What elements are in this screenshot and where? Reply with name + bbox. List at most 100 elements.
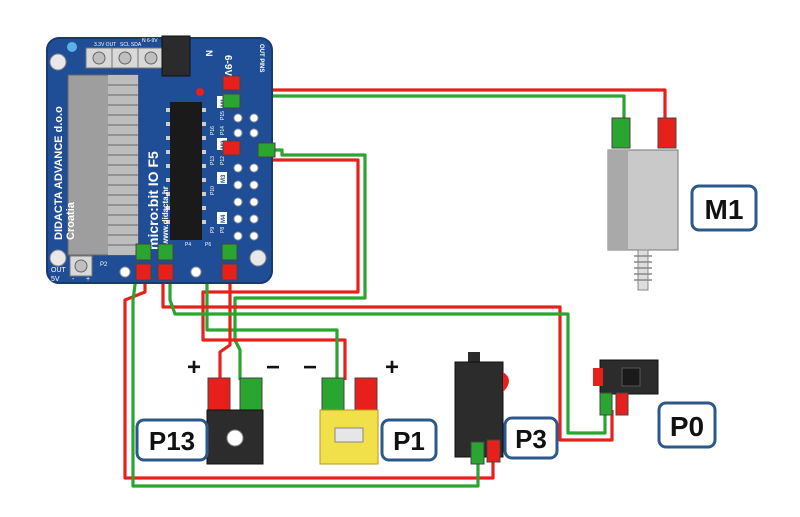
header-holes <box>233 113 259 241</box>
plug-red <box>157 263 174 281</box>
label-p1-text: P1 <box>393 426 425 456</box>
header-hole <box>119 266 131 278</box>
power-label: 6-9V <box>222 55 233 76</box>
header-label-6v: N 6-9V <box>142 38 158 44</box>
label-p3: P3 <box>503 416 559 460</box>
label-p13: P13 <box>135 418 209 462</box>
board-model: micro:bit IO F5 <box>145 151 161 250</box>
plug-green <box>257 142 276 158</box>
board-brand: DIDACTA ADVANCE d.o.o <box>53 106 65 240</box>
connector-teeth <box>108 84 138 246</box>
pin-label-p12: P12 <box>220 156 226 165</box>
plug-green <box>222 93 241 109</box>
plug-red <box>221 263 238 281</box>
marker-m4: M4 <box>221 214 227 223</box>
switch-lever-icon <box>503 372 509 392</box>
plug-green <box>611 117 631 149</box>
pin-label-p10: P10 <box>210 186 216 195</box>
button-body <box>206 409 264 465</box>
bottom-label-out: OUT <box>51 267 67 274</box>
board-country: Croatia <box>65 201 77 240</box>
pin-label-p13: P13 <box>210 156 216 165</box>
label-p1: P1 <box>380 418 438 462</box>
label-p13-text: P13 <box>149 426 195 456</box>
bottom-label-minus: - <box>72 276 75 283</box>
out-pins-label: OUT PINS <box>258 44 264 72</box>
wire-p0-green <box>168 252 607 435</box>
power-symbol: N <box>204 50 214 57</box>
pin-label-p9: P9 <box>210 227 216 233</box>
switch-slider-icon <box>593 368 603 386</box>
plug-green <box>239 377 263 411</box>
wire-m1-red <box>240 81 667 120</box>
wire-p1-green <box>233 148 367 380</box>
pin-label-p15: P15 <box>220 111 226 120</box>
mount-hole-icon <box>49 53 67 71</box>
plug-green <box>321 377 345 411</box>
plug-red <box>135 263 152 281</box>
plug-red <box>207 377 231 411</box>
marker-m3: M3 <box>221 174 227 183</box>
switch-p0 <box>593 359 659 416</box>
p1-plus-sign: + <box>385 354 399 381</box>
mount-hole-icon <box>249 249 267 267</box>
label-m1: M1 <box>690 184 758 232</box>
bottom-label-plus: + <box>86 276 90 283</box>
plug-green <box>157 243 174 261</box>
plug-red <box>486 439 501 463</box>
motor-body-shade <box>608 150 628 250</box>
plug-green <box>135 243 152 261</box>
button-cap-icon <box>226 429 244 447</box>
header-label-33v: 3.3V OUT <box>94 42 116 48</box>
plug-green <box>470 441 485 465</box>
motor-m1 <box>607 117 679 291</box>
plug-red <box>222 140 241 156</box>
plug-red <box>222 75 241 91</box>
pin-label-p14: P14 <box>220 126 226 135</box>
wire-p0-red <box>161 272 614 442</box>
mount-hole-icon <box>49 249 67 267</box>
wire-m1-green <box>240 94 626 120</box>
ic-pins <box>166 108 206 224</box>
p13-plus-sign: + <box>187 354 201 381</box>
plug-green <box>221 243 238 261</box>
ic-chip <box>170 102 202 240</box>
plug-red <box>657 117 677 149</box>
motor-shaft <box>637 249 649 291</box>
label-p0-text: P0 <box>670 411 704 442</box>
wire-p13-red <box>218 272 232 380</box>
bottom-label-p2: P2 <box>100 262 108 268</box>
pin-label-p8: P8 <box>220 227 226 233</box>
sensor-p1: − + <box>303 354 399 465</box>
header-hole <box>190 266 202 278</box>
p13-minus-sign: − <box>266 354 280 381</box>
header-label-scl: SCL SDA <box>120 42 142 48</box>
label-p3-text: P3 <box>515 424 547 454</box>
plug-red <box>615 392 629 416</box>
microbit-board: DIDACTA ADVANCE d.o.o Croatia micro:bit … <box>46 35 276 284</box>
label-p0: P0 <box>657 401 717 449</box>
wire-p3-red <box>123 272 495 480</box>
screw-icon <box>144 51 158 65</box>
motor-spring <box>634 255 652 281</box>
status-led-icon <box>196 88 204 96</box>
dc-power-jack <box>161 35 191 77</box>
screw-icon <box>118 51 132 65</box>
screw-icon <box>74 259 88 273</box>
pin-label-p16: P16 <box>210 126 216 135</box>
bottom-label-5v: 5V <box>51 276 60 283</box>
switch-top-nub <box>468 352 480 364</box>
pin-label-p4: P4 <box>185 242 191 248</box>
board-url: www.didacta.hr <box>161 186 170 246</box>
screw-icon <box>92 51 106 65</box>
p1-minus-sign: − <box>303 354 317 381</box>
button-p13: + − <box>187 354 280 465</box>
mount-hole-icon <box>67 42 77 52</box>
pin-label-p6: P6 <box>205 242 211 248</box>
switch-p3 <box>454 352 509 465</box>
plug-red <box>354 377 378 411</box>
switch-window <box>621 367 641 387</box>
label-m1-text: M1 <box>705 194 744 225</box>
sensor-window <box>334 427 364 443</box>
